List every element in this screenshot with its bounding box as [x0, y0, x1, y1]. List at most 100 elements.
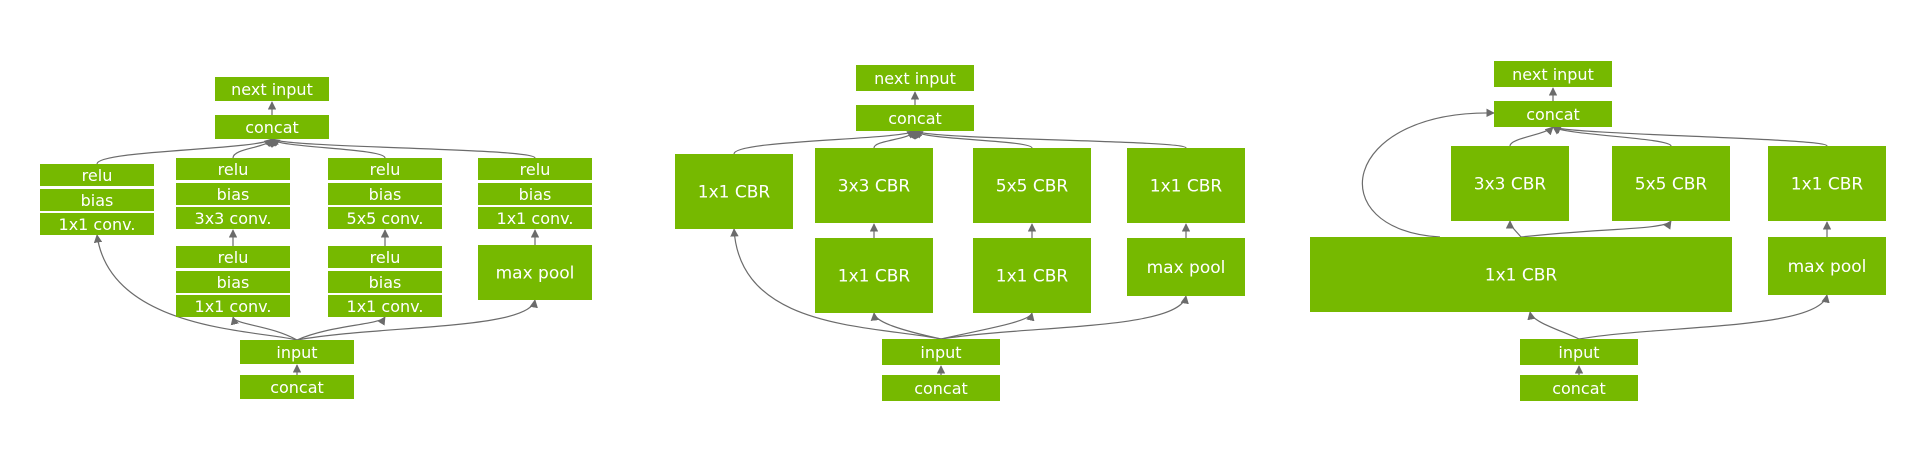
node-box-d1-b1-bias: [40, 189, 154, 211]
node-label-d1-b3-bias5: bias: [369, 185, 402, 204]
node-label-d2-concat-in: concat: [914, 379, 968, 398]
node-box-d1-b2-conv1: [176, 295, 290, 317]
node-label-d1-b2-bias3: bias: [217, 185, 250, 204]
node-box-d2-next: [856, 65, 974, 91]
node-label-d1-b2-relu3: relu: [218, 160, 249, 179]
node-box-d1-b3-relu1: [328, 246, 442, 268]
node-box-d2-b3-1x1: [973, 238, 1091, 313]
node-label-d1-b2-relu1: relu: [218, 248, 249, 267]
node-box-d1-b4-pool: [478, 245, 592, 300]
node-box-d3-concat-out: [1494, 101, 1612, 127]
node-box-d1-b4-conv: [478, 207, 592, 229]
node-box-d3-concat-in: [1520, 375, 1638, 401]
node-label-d1-next: next input: [231, 80, 313, 99]
node-box-d2-concat-in: [882, 375, 1000, 401]
node-box-d2-b1: [675, 154, 793, 229]
node-label-d3-concat-out: concat: [1526, 105, 1580, 124]
edge-d2-b1-to-concat: [733, 130, 916, 155]
diagram-3: concat input 1x1 CBR 3x3 CBR 5x5 CBR max pool…: [1310, 61, 1886, 401]
node-label-d1-b2-conv3: 3x3 conv.: [195, 209, 272, 228]
node-box-d3-pool: [1768, 237, 1886, 295]
node-label-d3-input: input: [1558, 343, 1599, 362]
node-label-d1-b3-conv1: 1x1 conv.: [347, 297, 424, 316]
edge-d2-input-to-b1: [730, 228, 942, 340]
node-label-d2-b3-5x5: 5x5 CBR: [996, 177, 1069, 197]
edge-d3-input-to-pool: [1578, 294, 1830, 340]
node-box-d1-next: [215, 77, 329, 101]
edge-d1-input-to-b2: [230, 316, 298, 341]
node-box-d2-b2-1x1: [815, 238, 933, 313]
node-label-d3-next: next input: [1512, 65, 1594, 84]
node-box-d3-input: [1520, 339, 1638, 365]
node-label-d1-concat-out: concat: [245, 118, 299, 137]
node-label-d3-3x3: 3x3 CBR: [1474, 175, 1547, 195]
node-box-d3-3x3: [1451, 146, 1569, 221]
node-label-d1-b4-bias: bias: [519, 185, 552, 204]
node-label-d2-b4-1x1: 1x1 CBR: [1150, 177, 1223, 197]
edge-d1-b4-to-concat: [271, 138, 536, 159]
diagram-1: concat input 1x1 conv. bias relu 1x1 conv. bia…: [40, 77, 592, 399]
node-label-d2-input: input: [920, 343, 961, 362]
node-box-d1-b2-conv3: [176, 207, 290, 229]
node-label-d2-concat-out: concat: [888, 109, 942, 128]
edge-d1-input-to-b3: [296, 316, 386, 341]
edge-layer: [93, 87, 1832, 375]
edge-d2-b2-to-concat: [873, 130, 916, 149]
node-box-d3-1x1: [1768, 146, 1886, 221]
node-box-d3-next: [1494, 61, 1612, 87]
node-label-d2-b1: 1x1 CBR: [698, 183, 771, 203]
edge-d1-b1-to-concat: [96, 138, 273, 165]
node-box-d1-b1-conv: [40, 213, 154, 235]
edge-d2-input-to-b2: [870, 312, 942, 340]
node-box-d1-b3-relu5: [328, 158, 442, 180]
node-box-d1-b2-relu3: [176, 158, 290, 180]
node-box-d2-b3-5x5: [973, 148, 1091, 223]
node-label-d1-b1-bias: bias: [81, 191, 114, 210]
node-box-d2-b2-3x3: [815, 148, 933, 223]
node-label-d1-input: input: [276, 343, 317, 362]
node-label-d3-1x1: 1x1 CBR: [1791, 175, 1864, 195]
edge-d2-b4-to-concat: [914, 130, 1187, 149]
node-label-d1-b3-bias1: bias: [369, 273, 402, 292]
node-label-d3-concat-in: concat: [1552, 379, 1606, 398]
node-label-d1-b1-relu: relu: [82, 166, 113, 185]
node-box-d1-b3-bias1: [328, 271, 442, 293]
node-label-d1-b4-conv: 1x1 conv.: [497, 209, 574, 228]
edge-d2-input-to-b4: [940, 295, 1189, 340]
edge-d3-input-to-merged: [1527, 311, 1580, 340]
edge-d3-merged-to-concat-bypass: [1361, 108, 1495, 238]
edge-d3-3x3-to-concat: [1509, 126, 1554, 147]
node-layer: concat input 1x1 conv. bias relu 1x1 conv. bia…: [40, 61, 1886, 401]
node-box-d1-b4-bias: [478, 183, 592, 205]
node-box-d1-b1-relu: [40, 164, 154, 186]
node-box-d2-input: [882, 339, 1000, 365]
node-label-d1-b4-relu: relu: [520, 160, 551, 179]
node-box-d1-concat-in: [240, 375, 354, 399]
node-box-d1-input: [240, 340, 354, 364]
node-label-d2-b2-1x1: 1x1 CBR: [838, 267, 911, 287]
node-label-d1-concat-in: concat: [270, 378, 324, 397]
node-box-d2-b4-pool: [1127, 238, 1245, 296]
node-box-d1-b3-bias5: [328, 183, 442, 205]
edge-d1-b2-to-concat: [232, 138, 273, 159]
edge-d3-merged-to-3x3: [1505, 220, 1522, 238]
node-label-d1-b3-relu5: relu: [370, 160, 401, 179]
node-box-d1-b2-relu1: [176, 246, 290, 268]
node-label-d3-5x5: 5x5 CBR: [1635, 175, 1708, 195]
node-label-d1-b3-relu1: relu: [370, 248, 401, 267]
node-label-d1-b2-conv1: 1x1 conv.: [195, 297, 272, 316]
edge-d1-input-to-b4: [296, 299, 538, 341]
node-label-d3-merged: 1x1 CBR: [1485, 266, 1558, 286]
node-label-d3-pool: max pool: [1788, 257, 1867, 277]
node-label-d1-b4-pool: max pool: [496, 264, 575, 284]
edge-d3-merged-to-5x5: [1520, 220, 1672, 238]
node-box-d1-b2-bias1: [176, 271, 290, 293]
node-box-d2-concat-out: [856, 105, 974, 131]
edge-d1-input-to-b1: [93, 234, 298, 341]
node-box-d3-merged: [1310, 237, 1732, 312]
node-box-d1-concat-out: [215, 115, 329, 139]
node-label-d1-b2-bias1: bias: [217, 273, 250, 292]
node-label-d1-b1-conv: 1x1 conv.: [59, 215, 136, 234]
